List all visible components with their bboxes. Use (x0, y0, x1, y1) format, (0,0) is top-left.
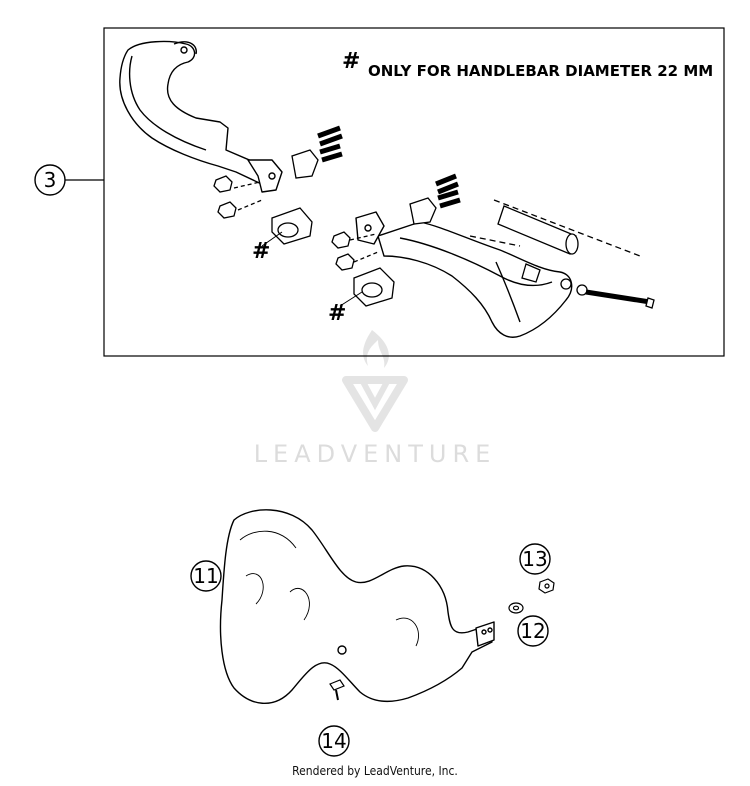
right-handguard (355, 211, 573, 338)
left-clamp-bolts (213, 125, 343, 219)
right-clamp-bolts (331, 173, 461, 271)
hash-marker-left: # (252, 239, 270, 264)
note-symbol: # (342, 49, 360, 74)
callout-14: 14 (318, 725, 350, 757)
part-11-plate (219, 509, 495, 705)
note-text: ONLY FOR HANDLEBAR DIAMETER 22 MM (368, 62, 713, 80)
left-spacer (271, 207, 313, 245)
part-13-nut (538, 578, 555, 594)
callout-12: 12 (517, 615, 549, 647)
callout-3: 3 (34, 164, 104, 196)
watermark-text: LEADVENTURE (254, 440, 497, 468)
assembly-3-frame (103, 27, 725, 357)
handlebar-end (469, 199, 655, 309)
part-14-screw (329, 679, 345, 701)
svg-text:11: 11 (193, 564, 218, 588)
callout-11: 11 (190, 560, 222, 592)
svg-text:13: 13 (522, 547, 547, 571)
callout-13: 13 (519, 543, 551, 575)
left-handguard (119, 40, 283, 193)
footer-credit: Rendered by LeadVenture, Inc. (292, 764, 458, 778)
watermark-logo (342, 330, 408, 432)
right-spacer (353, 267, 395, 307)
part-12-washer (508, 602, 524, 614)
svg-text:3: 3 (44, 168, 57, 192)
hash-marker-right: # (328, 301, 346, 326)
svg-text:14: 14 (321, 729, 346, 753)
svg-text:12: 12 (520, 619, 545, 643)
